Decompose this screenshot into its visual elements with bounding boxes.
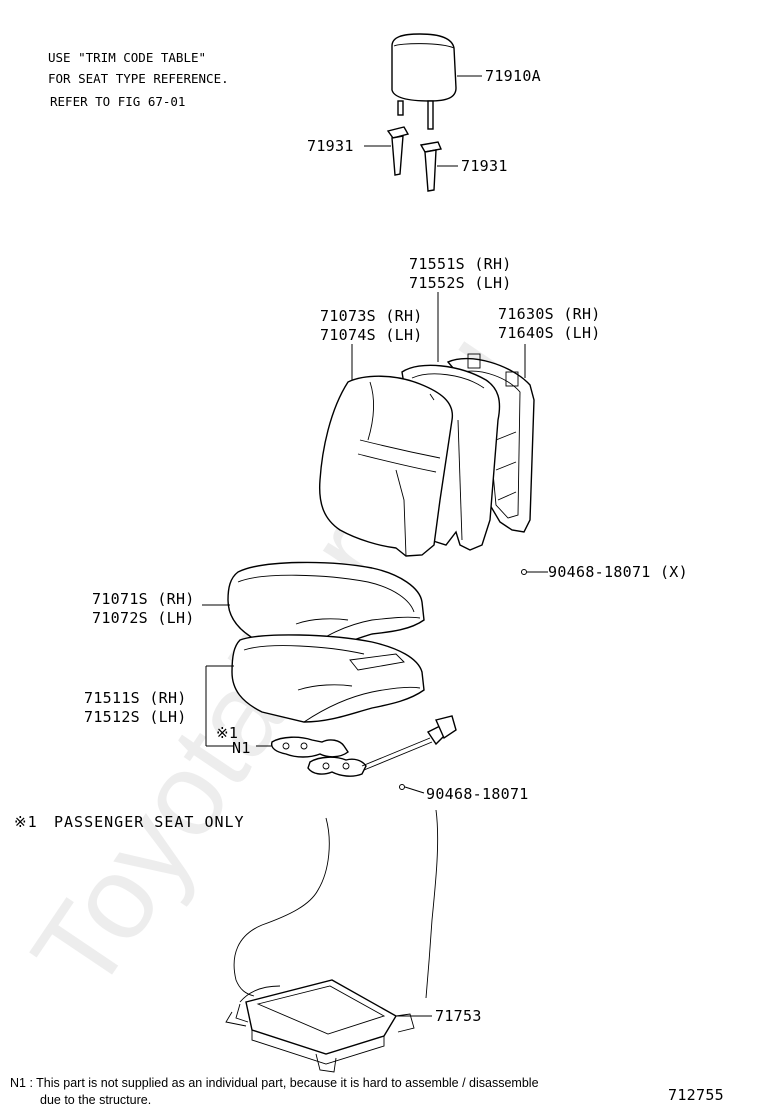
hog-ring-x-icon: [521, 569, 548, 575]
trim-note-line-2: FOR SEAT TYPE REFERENCE.: [48, 71, 229, 86]
label-cushion-cover-lh[interactable]: 71072S (LH): [92, 609, 195, 627]
bracket-cushion-pad: [205, 665, 234, 747]
footnote-line-1: N1 : This part is not supplied as an ind…: [10, 1076, 539, 1090]
trim-note-line-3: REFER TO FIG 67-01: [50, 94, 185, 109]
headrest-support-right-drawing: [419, 141, 442, 192]
trim-code-note: USE "TRIM CODE TABLE" FOR SEAT TYPE REFE…: [48, 50, 229, 109]
label-support-left[interactable]: 71931: [307, 137, 354, 155]
cushion-pad-drawing: [231, 634, 425, 723]
footnote-line-2: due to the structure.: [40, 1093, 151, 1107]
label-sensor-n1[interactable]: N1: [232, 739, 251, 757]
figure-number: 712755: [668, 1086, 724, 1104]
label-back-cover-lh[interactable]: 71074S (LH): [320, 326, 423, 344]
passenger-note-text: PASSENGER SEAT ONLY: [54, 813, 245, 831]
label-cushion-cover-rh[interactable]: 71071S (RH): [92, 590, 195, 608]
seatback-cover-drawing: [318, 375, 454, 557]
footnote: N1 : This part is not supplied as an ind…: [10, 1076, 539, 1107]
label-hog-ring-x[interactable]: 90468-18071 (X): [548, 563, 688, 581]
label-hog-ring[interactable]: 90468-18071: [426, 785, 529, 803]
passenger-note: ※1 PASSENGER SEAT ONLY: [14, 813, 245, 831]
headrest-drawing: [391, 33, 457, 130]
label-cushion-frame[interactable]: 71753: [435, 1007, 482, 1025]
passenger-note-mark: ※1: [14, 813, 38, 831]
headrest-support-left-drawing: [386, 126, 410, 176]
occupant-sensor-drawing: [270, 715, 457, 777]
trim-note-line-1: USE "TRIM CODE TABLE": [48, 50, 206, 65]
label-back-pad-rh[interactable]: 71551S (RH): [409, 255, 512, 273]
label-back-frame-rh[interactable]: 71630S (RH): [498, 305, 601, 323]
label-back-pad-lh[interactable]: 71552S (LH): [409, 274, 512, 292]
label-cushion-pad-rh[interactable]: 71511S (RH): [84, 689, 187, 707]
label-cushion-pad-lh[interactable]: 71512S (LH): [84, 708, 187, 726]
label-back-cover-rh[interactable]: 71073S (RH): [320, 307, 423, 325]
label-sensor-mark[interactable]: ※1: [216, 724, 238, 742]
seat-silhouette-drawing: [225, 809, 439, 1027]
label-support-right[interactable]: 71931: [461, 157, 508, 175]
hog-ring-icon: [399, 784, 425, 794]
label-back-frame-lh[interactable]: 71640S (LH): [498, 324, 601, 342]
cushion-frame-drawing: [235, 979, 415, 1073]
label-headrest[interactable]: 71910A: [485, 67, 541, 85]
